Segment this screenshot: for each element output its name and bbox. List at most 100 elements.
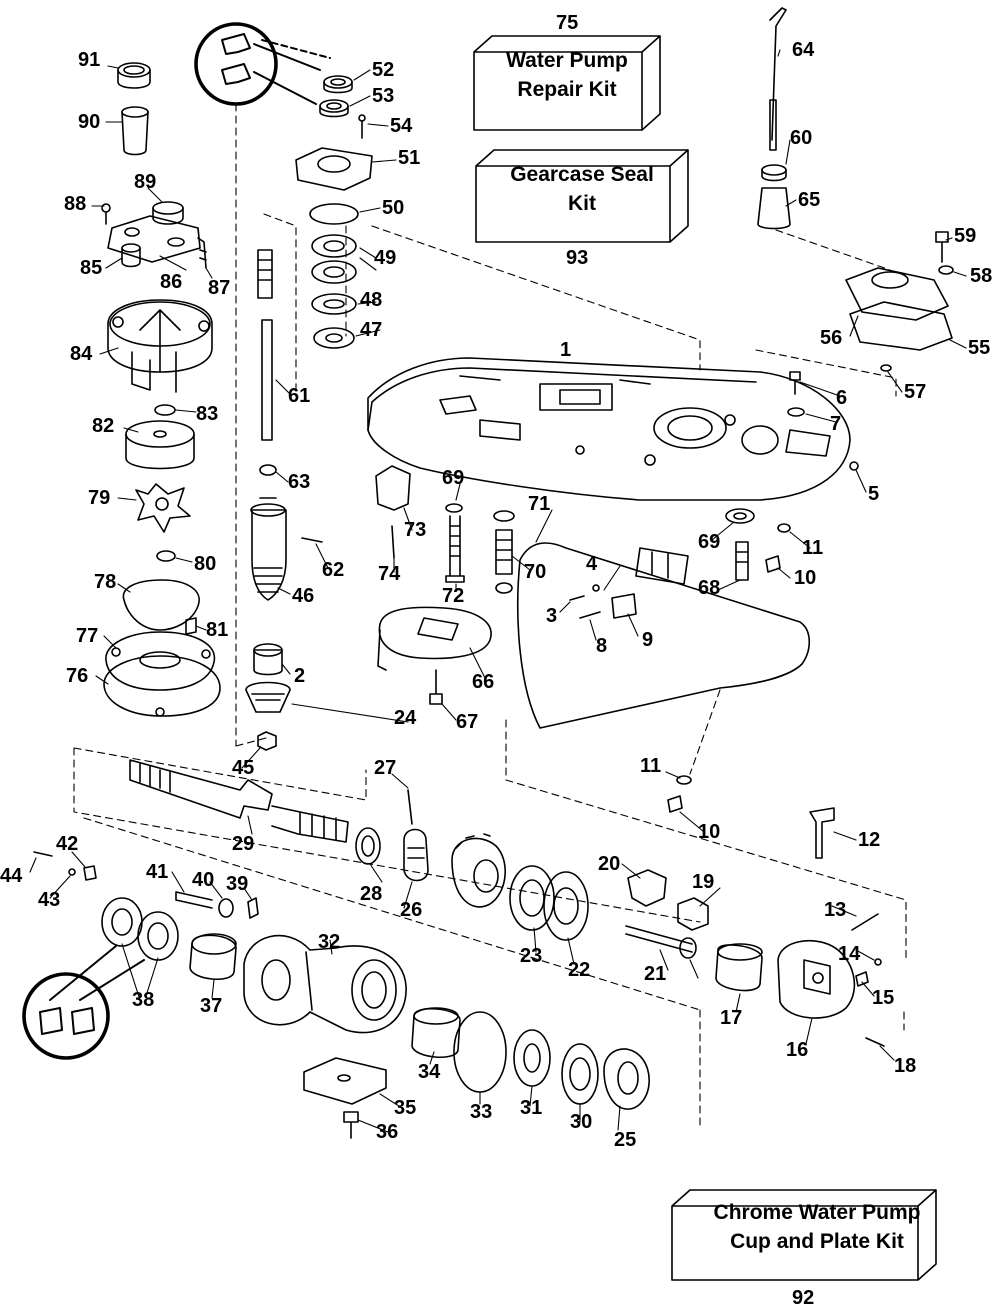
- part-label-52: 52: [372, 59, 395, 81]
- part-label-80: 80: [194, 553, 217, 575]
- part-label-72: 72: [442, 585, 465, 607]
- part-label-49: 49: [374, 247, 397, 269]
- part-label-28: 28: [360, 883, 383, 905]
- part-label-15: 15: [872, 987, 895, 1009]
- part-label-85: 85: [80, 257, 103, 279]
- part-label-70: 70: [524, 561, 547, 583]
- part-label-2: 2: [294, 665, 306, 687]
- part-label-29: 29: [232, 833, 255, 855]
- part-label-65: 65: [798, 189, 821, 211]
- part-label-91: 91: [78, 49, 101, 71]
- part-label-9: 9: [642, 629, 654, 651]
- part-label-48: 48: [360, 289, 383, 311]
- part-label-18: 18: [894, 1055, 917, 1077]
- kit-box-chrome-cup-plate: [671, 1189, 937, 1281]
- detail-circle-bottom-seals: [39, 945, 145, 1035]
- part-label-36: 36: [376, 1121, 399, 1143]
- part-label-4: 4: [586, 553, 598, 575]
- part-label-21: 21: [644, 963, 667, 985]
- part-label-35: 35: [394, 1097, 417, 1119]
- part-label-89: 89: [134, 171, 157, 193]
- part-label-22: 22: [568, 959, 591, 981]
- part-label-77: 77: [76, 625, 99, 647]
- pump-parts: [101, 62, 221, 717]
- part-label-34: 34: [418, 1061, 441, 1083]
- lower-housing-outline: [517, 542, 811, 729]
- detail-circle-top-seals: [221, 33, 331, 105]
- part-label-44: 44: [0, 865, 23, 887]
- part-label-74: 74: [378, 563, 401, 585]
- part-label-73: 73: [404, 519, 427, 541]
- part-label-11-upper: 11: [802, 537, 824, 559]
- part-label-10-upper: 10: [794, 567, 817, 589]
- leader-lines: [29, 49, 967, 1133]
- part-label-46: 46: [292, 585, 315, 607]
- part-label-86: 86: [160, 271, 183, 293]
- part-label-8: 8: [596, 635, 608, 657]
- kit-box-gearcase-seal: [475, 149, 689, 243]
- shaft-parts: [245, 7, 954, 813]
- part-label-43: 43: [38, 889, 61, 911]
- part-label-69-center: 69: [442, 467, 465, 489]
- part-label-55: 55: [968, 337, 991, 359]
- part-label-41: 41: [146, 861, 169, 883]
- part-label-23: 23: [520, 945, 543, 967]
- part-label-61: 61: [288, 385, 311, 407]
- part-label-81: 81: [206, 619, 229, 641]
- part-label-69-right: 69: [698, 531, 721, 553]
- part-label-78: 78: [94, 571, 117, 593]
- part-label-38: 38: [132, 989, 155, 1011]
- part-label-24: 24: [394, 707, 417, 729]
- part-label-83: 83: [196, 403, 219, 425]
- part-label-53: 53: [372, 85, 395, 107]
- kit-title-gearcase-seal: Gearcase Seal Kit: [510, 163, 654, 215]
- part-label-32: 32: [318, 931, 341, 953]
- part-label-5: 5: [868, 483, 880, 505]
- propshaft-parts: [33, 759, 885, 1139]
- part-label-7: 7: [830, 413, 842, 435]
- part-label-71: 71: [528, 493, 551, 515]
- part-label-37: 37: [200, 995, 223, 1017]
- part-label-14: 14: [838, 943, 861, 965]
- kit-number-93: 93: [566, 247, 589, 269]
- part-label-51: 51: [398, 147, 421, 169]
- part-label-79: 79: [88, 487, 111, 509]
- part-label-11-lower: 11: [640, 755, 662, 777]
- kit-number-75: 75: [556, 12, 579, 34]
- kit-number-92: 92: [792, 1287, 815, 1305]
- part-label-45: 45: [232, 757, 255, 779]
- assembly-reference-lines: [73, 103, 907, 1131]
- part-label-13: 13: [824, 899, 847, 921]
- part-label-40: 40: [192, 869, 215, 891]
- detail-circle-bottom: [22, 972, 110, 1060]
- gearcase-housing-part: [367, 357, 851, 501]
- part-label-25: 25: [614, 1129, 637, 1151]
- part-label-58: 58: [970, 265, 993, 287]
- part-label-63: 63: [288, 471, 311, 493]
- part-label-42: 42: [56, 833, 79, 855]
- part-label-20: 20: [598, 853, 621, 875]
- part-label-1: 1: [560, 339, 572, 361]
- part-label-12: 12: [858, 829, 881, 851]
- part-label-30: 30: [570, 1111, 593, 1133]
- part-label-87: 87: [208, 277, 231, 299]
- part-label-68: 68: [698, 577, 721, 599]
- part-label-90: 90: [78, 111, 101, 133]
- part-label-64: 64: [792, 39, 815, 61]
- part-label-50: 50: [382, 197, 405, 219]
- part-label-16: 16: [786, 1039, 809, 1061]
- kit-title-water-pump-repair: Water Pump Repair Kit: [506, 49, 628, 101]
- part-label-3: 3: [546, 605, 558, 627]
- part-label-67: 67: [456, 711, 479, 733]
- kit-box-water-pump-repair: [473, 35, 661, 131]
- part-label-84: 84: [70, 343, 93, 365]
- part-label-47: 47: [360, 319, 383, 341]
- part-label-56: 56: [820, 327, 843, 349]
- part-label-57: 57: [904, 381, 927, 403]
- part-label-27: 27: [374, 757, 397, 779]
- part-label-10-lower: 10: [698, 821, 721, 843]
- part-label-60: 60: [790, 127, 813, 149]
- part-label-31: 31: [520, 1097, 543, 1119]
- part-label-26: 26: [400, 899, 423, 921]
